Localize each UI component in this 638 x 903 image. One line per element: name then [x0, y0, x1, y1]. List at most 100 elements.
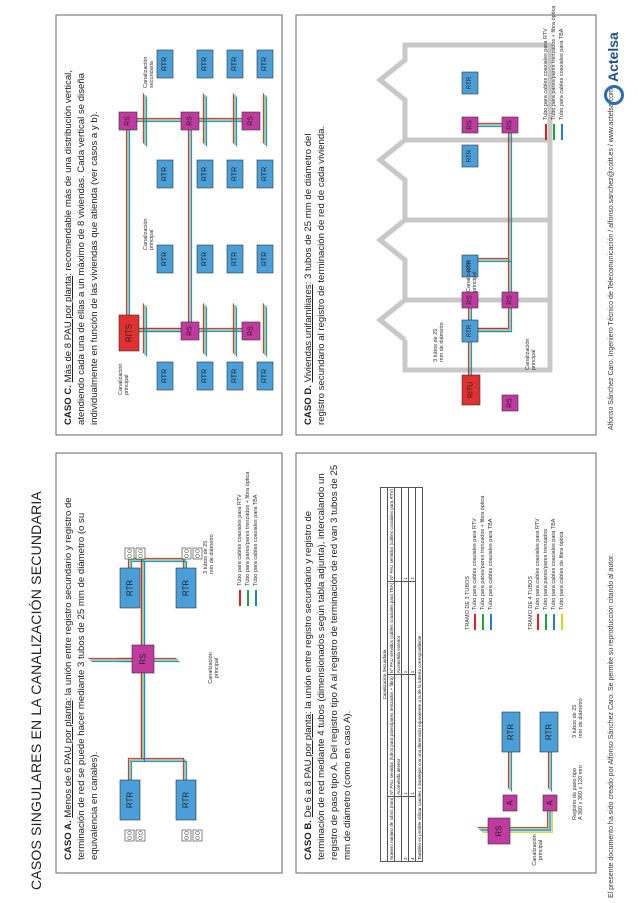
rtr-box: RTR: [256, 159, 274, 189]
rs-box: RS: [131, 644, 155, 674]
case-b-legend-4: TRAMO DE 4 TUBOS Tubo para cables coaxia…: [528, 518, 566, 630]
table-row: 3 1 1 1: [401, 487, 409, 862]
case-a-label: CASO A.: [63, 820, 74, 860]
legend-label: Tubo para cables coaxiales para TBA: [559, 28, 565, 120]
table-col-3: Nº PAU servidos (cables coaxiales para R…: [387, 487, 395, 582]
case-a-lead: Menos de 6 PAU por planta: [63, 700, 74, 818]
rs-box: RS: [180, 111, 200, 131]
registro-a-box: A: [502, 794, 518, 812]
rtr-box: RTR: [461, 319, 479, 343]
svg-text:RTR: RTR: [126, 792, 135, 809]
rs-box: RS: [501, 116, 519, 134]
svg-text:RTR: RTR: [202, 167, 209, 181]
rtr-box: RTR: [175, 779, 197, 821]
pau-outlet-icon: [192, 829, 203, 842]
conduit-line: [140, 668, 184, 794]
svg-text:RS: RS: [248, 116, 255, 126]
svg-text:RTR: RTR: [202, 252, 209, 266]
rtr-box: RTR: [156, 159, 174, 189]
case-c-canal-principal: Canalización principal: [118, 363, 130, 396]
svg-text:RTR: RTR: [467, 76, 473, 89]
rtr-box: RTR: [226, 49, 244, 79]
rs-box: RS: [180, 321, 200, 341]
table-col-2: Nº PAU servidos (cables coaxiales para T…: [387, 581, 395, 675]
legend-swatch: [544, 124, 547, 140]
rtr-box: RTR: [196, 159, 214, 189]
legend-item: Tubo para cables coaxiales para TBA: [558, 6, 566, 140]
rs-box: RS: [501, 291, 519, 309]
svg-text:RTR: RTR: [232, 57, 239, 71]
rtr-box: RTR: [256, 244, 274, 274]
rtr-box: RTR: [226, 159, 244, 189]
legend-label: Tubo para cables coaxiales para TBA: [488, 518, 494, 610]
svg-text:RTR: RTR: [162, 369, 169, 383]
svg-text:RS: RS: [507, 120, 514, 130]
legend-item: Tubo para cables coaxiales para RTV: [542, 6, 550, 140]
svg-text:RS: RS: [467, 295, 474, 305]
rs-box: RS: [241, 111, 261, 131]
legend-item: Tubo para cables coaxiales para TBA: [252, 472, 260, 606]
svg-text:RS: RS: [467, 120, 474, 130]
table-row: 4 1 1 2: [408, 487, 416, 862]
case-b-legend-3: TRAMO DE 3 TUBOS Tubo para cables coaxia…: [465, 496, 495, 630]
svg-text:RS: RS: [507, 295, 514, 305]
svg-text:RTR: RTR: [232, 369, 239, 383]
legend-item: Tubo para pares/pares trenzados + fibra …: [244, 472, 252, 606]
svg-text:RTR: RTR: [262, 167, 269, 181]
svg-text:RS: RS: [139, 653, 148, 664]
legend-item: Tubo para cables coaxiales para RTV: [471, 496, 479, 630]
table-header: Canalización Secundaria: [380, 487, 388, 862]
rs-box: RS: [461, 116, 479, 134]
rits-box: RITS: [118, 314, 140, 352]
pau-outlet-icon: [124, 547, 135, 560]
legend-swatch: [560, 614, 563, 630]
rtr-box: RTR: [461, 71, 479, 95]
rtr-box: RTR: [226, 244, 244, 274]
legend-swatch: [560, 124, 563, 140]
case-b-canal-principal: Canalización principal: [532, 834, 544, 866]
svg-text:RTR: RTR: [232, 167, 239, 181]
rtr-box: RTR: [156, 361, 174, 391]
svg-text:RTR: RTR: [467, 259, 473, 272]
svg-text:RTR: RTR: [182, 792, 191, 809]
case-d-text: CASO D. Viviendas unifamiliares: 3 tubos…: [302, 105, 328, 425]
registro-a-box: A: [542, 794, 558, 812]
legend-item: Tubo para pares/pares trenzados + fibra …: [479, 496, 487, 630]
case-a-canal-principal: Canalización principal: [208, 652, 220, 684]
footer-left: El presente documento ha sido creado por…: [608, 554, 615, 898]
legend-swatch: [238, 590, 241, 606]
rtr-box: RTR: [119, 779, 141, 821]
rtr-box: RTR: [461, 254, 479, 278]
svg-text:RTR: RTR: [467, 324, 473, 337]
panel-case-a: [55, 452, 283, 874]
main-title: CASOS SINGULARES EN LA CANALIZACIÓN SECU…: [28, 491, 44, 890]
rtr-box: RTR: [196, 361, 214, 391]
svg-text:RTR: RTR: [262, 252, 269, 266]
case-b-registro-paso: Registro de paso tipo A 360 x 360 x 120 …: [572, 765, 584, 820]
rs-box: RS: [241, 321, 261, 341]
legend-swatch: [246, 590, 249, 606]
case-b-lead: De 6 a 8 PAU por planta: [303, 714, 314, 818]
pau-outlet-icon: [181, 547, 192, 560]
case-b-label: CASO B.: [303, 820, 314, 860]
legend-swatch: [489, 614, 492, 630]
svg-text:RTR: RTR: [126, 580, 135, 597]
rtr-box: RTR: [156, 49, 174, 79]
legend-label: Tubo para pares/pares trenzados + fibra …: [551, 5, 557, 120]
panel-case-d: [295, 14, 597, 436]
case-c-canal-secundaria: Canalización secundaria: [143, 56, 155, 89]
legend-label: Tubo para cables coaxiales para RTV: [237, 494, 243, 586]
table-sub-1: Acometida exterior: [394, 581, 402, 675]
legend-label: Tubo para cables coaxiales para RTV: [543, 28, 549, 120]
pau-outlet-icon: [192, 547, 203, 560]
case-c-text: CASO C. Más de 8 PAU por planta: recomen…: [62, 25, 101, 425]
footer-right: Alfonso Sánchez Caro. Ingeniero Técnico …: [608, 88, 615, 430]
ritu-box: RITU: [461, 374, 481, 406]
svg-text:RTR: RTR: [232, 252, 239, 266]
legend-swatch: [552, 614, 555, 630]
case-a-text: CASO A. Menos de 6 PAU por planta: la un…: [62, 460, 101, 860]
rs-box: RS: [461, 291, 479, 309]
